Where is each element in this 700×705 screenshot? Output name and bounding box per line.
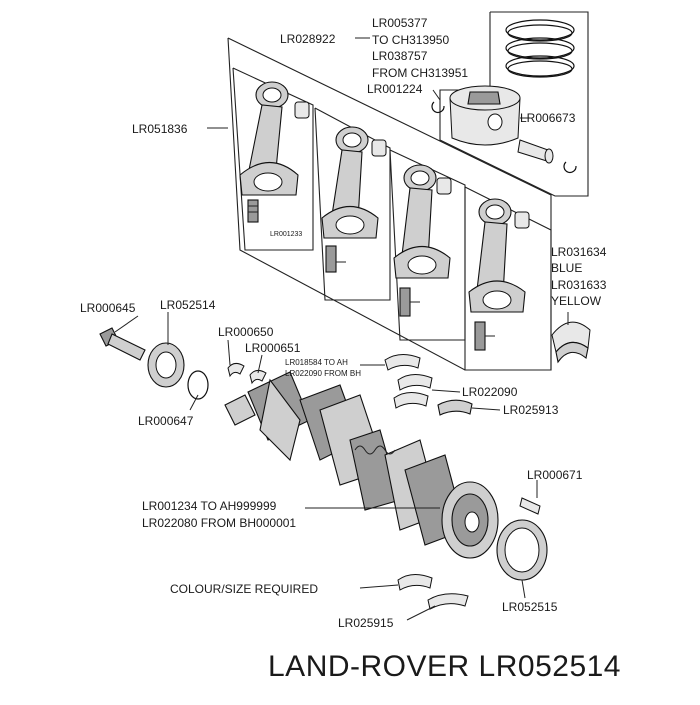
circlip [431, 101, 577, 174]
label-lr000645: LR000645 [80, 301, 136, 315]
rear-oil-seal [496, 519, 548, 581]
connecting-rod-4 [468, 198, 530, 351]
label-yellow: YELLOW [551, 294, 602, 308]
label-lr001224: LR001224 [367, 82, 423, 96]
label-blue: BLUE [551, 261, 582, 275]
label-lr001233: LR001233 [270, 231, 302, 238]
label-lr018584-to-ah: LR018584 TO AH [285, 358, 348, 367]
label-lr051836: LR051836 [132, 122, 188, 136]
footer-title: LAND-ROVER LR052514 [268, 650, 621, 683]
label-lr000651: LR000651 [245, 341, 301, 355]
connecting-rod-3 [393, 164, 452, 317]
connecting-rod-1 [239, 81, 310, 223]
front-oil-seal [147, 342, 185, 388]
piston-rings [505, 19, 575, 78]
label-lr000647: LR000647 [138, 414, 194, 428]
thrust-washers-upper [227, 362, 267, 385]
label-lr025913: LR025913 [503, 403, 559, 417]
label-lr028922: LR028922 [280, 32, 336, 46]
leader-lines [114, 37, 569, 621]
label-lr031634: LR031634 [551, 245, 607, 259]
piston [449, 85, 521, 146]
dowel-pin [519, 497, 541, 515]
label-lr022080-from-bh000001: LR022080 FROM BH000001 [142, 516, 296, 530]
label-lr052515: LR052515 [502, 600, 558, 614]
label-lr038757: LR038757 [372, 49, 428, 63]
label-lr000671: LR000671 [527, 468, 583, 482]
label-lr006673: LR006673 [520, 111, 576, 125]
label-lr001234-to-ah999999: LR001234 TO AH999999 [142, 499, 277, 513]
label-to-ch313950: TO CH313950 [372, 33, 449, 47]
front-o-ring [187, 370, 209, 400]
label-lr000650: LR000650 [218, 325, 274, 339]
label-colour-size-required: COLOUR/SIZE REQUIRED [170, 582, 318, 596]
label-lr052514: LR052514 [160, 298, 216, 312]
piston-pin [517, 139, 554, 164]
label-from-ch313951: FROM CH313951 [372, 66, 468, 80]
label-lr022090-from-bh: LR022090 FROM BH [285, 369, 361, 378]
label-lr031633: LR031633 [551, 278, 607, 292]
label-lr025915: LR025915 [338, 616, 394, 630]
part-labels: LR028922 LR005377 TO CH313950 LR038757 F… [80, 16, 607, 630]
connecting-rod-2 [321, 126, 387, 273]
label-lr022090: LR022090 [462, 385, 518, 399]
big-end-bearing [551, 321, 591, 364]
main-bearing-shells [384, 354, 473, 416]
label-lr005377: LR005377 [372, 16, 428, 30]
crank-bolt [99, 327, 146, 361]
lower-bearing-shells [397, 574, 469, 610]
